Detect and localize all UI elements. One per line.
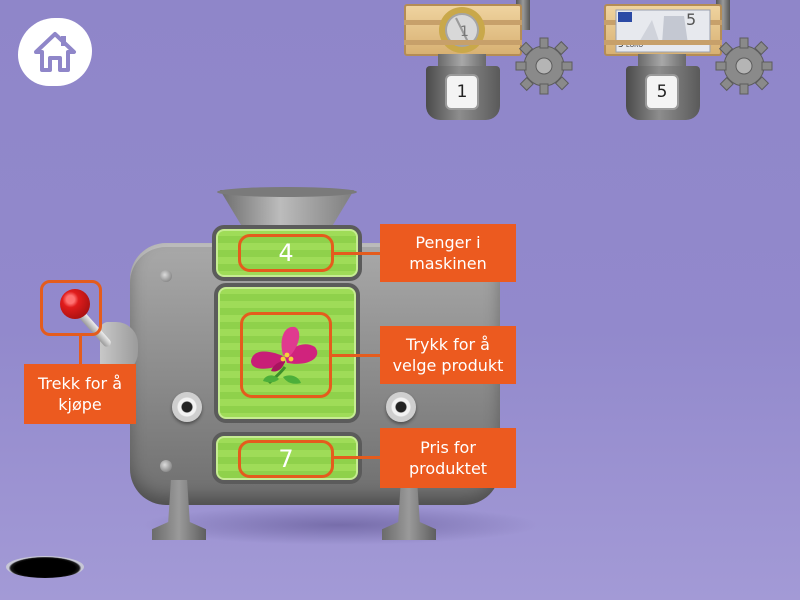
gear-icon: [515, 37, 573, 95]
banknote-denomination-text: 5: [618, 40, 624, 50]
machine-shadow: [140, 505, 540, 545]
home-button[interactable]: [18, 18, 92, 86]
screw-icon: [160, 270, 172, 282]
bolt-icon: [172, 392, 202, 422]
flower-icon: [251, 326, 318, 385]
product-select-button[interactable]: [240, 312, 332, 398]
dispenser-value-label: 5: [645, 74, 679, 110]
money-display: 4: [238, 234, 334, 272]
price-display: 7: [238, 440, 334, 478]
product-callout-connector: [332, 354, 380, 357]
price-callout-connector: [334, 456, 380, 459]
price-callout: Pris for produktet: [380, 428, 516, 488]
coin-funnel-rim: [217, 187, 357, 197]
svg-text:1: 1: [460, 24, 469, 40]
home-icon: [34, 32, 76, 72]
money-callout: Penger i maskinen: [380, 224, 516, 282]
euro-banknote-icon: [615, 9, 711, 53]
coin-dispenser-1-euro[interactable]: 1 1: [404, 0, 579, 125]
euro-coin-icon: 1: [439, 7, 485, 53]
dispenser-value-label: 1: [445, 74, 479, 110]
dispenser-board: 1: [404, 4, 522, 56]
screw-icon: [160, 460, 172, 472]
lever-callout: Trekk for å kjøpe: [24, 364, 136, 424]
lever-highlight-frame[interactable]: [40, 280, 102, 336]
coin-return-hole: [6, 556, 84, 578]
banknote-euro-text: EURO: [626, 42, 644, 49]
dispenser-board: 5 EURO 5: [604, 4, 722, 56]
lever-callout-connector: [79, 336, 82, 364]
banknote-dispenser-5-euro[interactable]: 5 EURO 5 5: [604, 0, 779, 125]
gear-icon: [715, 37, 773, 95]
money-callout-connector: [334, 252, 380, 255]
lever-knob[interactable]: [60, 289, 90, 319]
product-callout: Trykk for å velge produkt: [380, 326, 516, 384]
bolt-icon: [386, 392, 416, 422]
banknote-large-denomination-text: 5: [686, 10, 697, 29]
